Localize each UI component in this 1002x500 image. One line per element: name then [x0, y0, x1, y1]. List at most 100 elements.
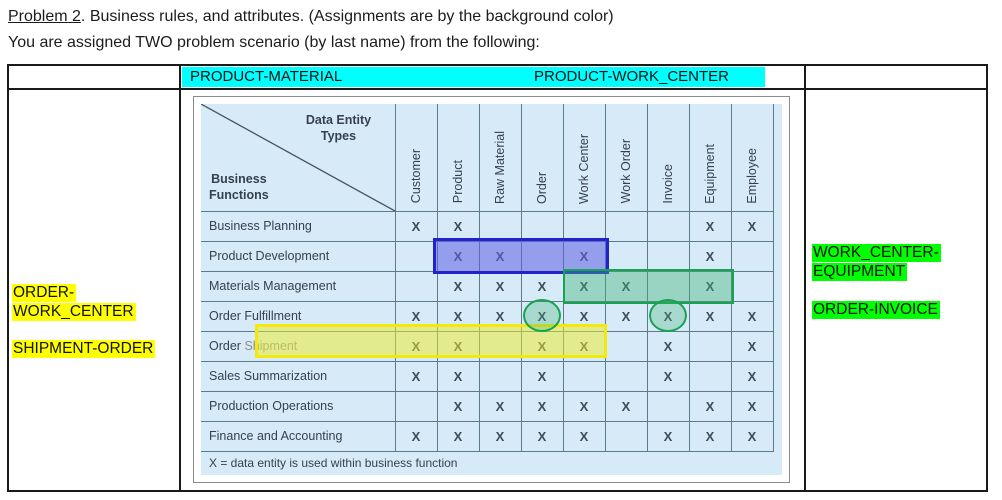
- matrix-figure-panel: Data Entity Types Business Functions Cus…: [201, 104, 782, 475]
- highlight-box-product-work-center: [563, 269, 734, 304]
- highlight-circle-order-x: [523, 299, 561, 332]
- x-mark-cell: X: [688, 420, 731, 452]
- empty-cell: [394, 240, 437, 271]
- column-header-employee: Employee: [730, 104, 774, 211]
- table-divider-left: [179, 64, 181, 492]
- empty-cell: [394, 390, 437, 421]
- column-header-invoice: Invoice: [646, 104, 689, 211]
- matrix-header-row: Data Entity Types Business Functions Cus…: [201, 104, 774, 211]
- x-mark-cell: X: [730, 390, 774, 421]
- column-header-work-center: Work Center: [562, 104, 605, 211]
- assignment-line: ORDER-: [12, 284, 77, 302]
- empty-cell: [604, 420, 647, 452]
- assignment-work-center-equipment: WORK_CENTER- EQUIPMENT: [812, 243, 941, 281]
- row-label: Business Planning: [201, 210, 395, 241]
- x-mark-cell: X: [436, 360, 479, 391]
- x-mark-cell: X: [604, 300, 647, 331]
- assignment-line: SHIPMENT-ORDER: [12, 340, 156, 358]
- x-mark-cell: X: [604, 270, 647, 301]
- x-mark-cell: X: [730, 330, 774, 361]
- x-mark-cell: X: [730, 300, 774, 331]
- corner-label-line: Business: [211, 172, 267, 186]
- table-divider-right: [804, 64, 806, 492]
- empty-cell: [604, 330, 647, 361]
- x-mark-cell: X: [478, 420, 521, 452]
- problem-number-label: Problem 2: [8, 8, 81, 25]
- x-mark-cell: X: [478, 270, 521, 301]
- x-mark-cell: X: [520, 360, 563, 391]
- empty-cell: [646, 210, 689, 241]
- empty-cell: [730, 270, 774, 301]
- x-mark-cell: X: [520, 420, 563, 452]
- assignment-order-work-center: ORDER- WORK_CENTER: [12, 283, 136, 321]
- empty-cell: [478, 360, 521, 391]
- matrix-corner-cell: Data Entity Types Business Functions: [201, 104, 395, 211]
- column-header-raw-material: Raw Material: [478, 104, 521, 211]
- highlight-circle-invoice-x: [649, 299, 687, 332]
- x-mark-cell: X: [520, 270, 563, 301]
- column-header-order: Order: [520, 104, 563, 211]
- x-mark-cell: X: [730, 420, 774, 452]
- row-label: Product Development: [201, 240, 395, 271]
- corner-label-line: Functions: [209, 188, 269, 203]
- corner-label-business-functions: Business Functions: [209, 171, 269, 204]
- empty-cell: [604, 210, 647, 241]
- x-mark-cell: X: [688, 300, 731, 331]
- x-mark-cell: X: [688, 210, 731, 241]
- empty-cell: [646, 270, 689, 301]
- x-mark-cell: X: [436, 390, 479, 421]
- empty-cell: [394, 270, 437, 301]
- x-mark-cell: X: [646, 420, 689, 452]
- assignment-order-invoice: ORDER-INVOICE: [812, 300, 940, 319]
- empty-cell: [604, 240, 647, 271]
- row-label: Finance and Accounting: [201, 420, 395, 452]
- column-header-work-order: Work Order: [604, 104, 647, 211]
- x-mark-cell: X: [688, 240, 731, 271]
- assignment-shipment-order: SHIPMENT-ORDER: [12, 339, 156, 358]
- scenario-label-product-material: PRODUCT-MATERIAL: [190, 68, 343, 85]
- column-header-customer: Customer: [394, 104, 437, 211]
- corner-label-line: Data Entity: [305, 113, 372, 127]
- x-mark-cell: X: [646, 360, 689, 391]
- empty-cell: [562, 210, 605, 241]
- corner-label-data-entity-types: Data Entity Types: [293, 112, 385, 145]
- row-label: Sales Summarization: [201, 360, 395, 391]
- empty-cell: [730, 240, 774, 271]
- x-mark-cell: X: [604, 390, 647, 421]
- scenario-header-bar: PRODUCT-MATERIAL PRODUCT-WORK_CENTER: [182, 67, 765, 87]
- highlight-box-order-shipment: [255, 324, 607, 358]
- empty-cell: [562, 360, 605, 391]
- assignment-line: WORK_CENTER: [12, 303, 136, 321]
- diagonal-line: [201, 104, 395, 211]
- x-mark-cell: X: [562, 390, 605, 421]
- empty-cell: [520, 210, 563, 241]
- assignment-line: EQUIPMENT: [812, 263, 908, 281]
- x-mark-cell: X: [478, 390, 521, 421]
- empty-cell: [646, 390, 689, 421]
- assignment-line: WORK_CENTER-: [812, 244, 941, 262]
- x-mark-cell: X: [436, 420, 479, 452]
- x-mark-cell: X: [520, 390, 563, 421]
- x-mark-cell: X: [730, 360, 774, 391]
- x-mark-cell: X: [394, 420, 437, 452]
- column-header-product: Product: [436, 104, 479, 211]
- empty-cell: [688, 330, 731, 361]
- x-mark-cell: X: [730, 210, 774, 241]
- row-label: Materials Management: [201, 270, 395, 301]
- title-rest-text: . Business rules, and attributes. (Assig…: [80, 8, 614, 25]
- header-row-separator: [7, 88, 988, 90]
- scenario-label-product-work-center: PRODUCT-WORK_CENTER: [534, 68, 730, 85]
- highlight-box-product-material: [433, 238, 609, 274]
- instructions-text: You are assigned TWO problem scenario (b…: [8, 34, 540, 51]
- matrix-footnote: X = data entity is used within business …: [209, 456, 458, 470]
- empty-cell: [604, 360, 647, 391]
- row-label: Production Operations: [201, 390, 395, 421]
- page-title: Problem 2. Business rules, and attribute…: [8, 8, 614, 26]
- empty-cell: [688, 360, 731, 391]
